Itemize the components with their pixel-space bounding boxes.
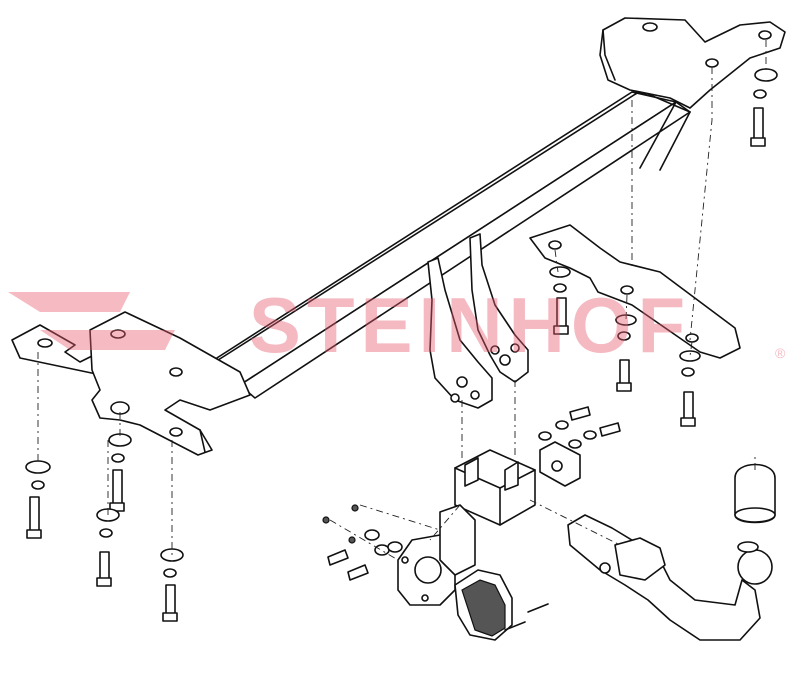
mounting-bolts: [26, 107, 766, 622]
tow-ball-cover-cap: [734, 463, 776, 524]
watermark: STEINHOF ®: [8, 281, 786, 369]
ball-mount-receiver: [454, 441, 581, 526]
left-mounting-bracket: [11, 311, 251, 456]
crossbar-beam: [194, 87, 691, 399]
right-lower-mounting-plate: [529, 224, 741, 359]
electrical-socket: [454, 569, 513, 641]
right-upper-mounting-bracket: [599, 17, 786, 109]
watermark-text: STEINHOF: [249, 281, 691, 369]
washers-and-nuts: [25, 68, 778, 578]
assembly-lines: [37, 40, 767, 561]
trademark-symbol: ®: [775, 345, 786, 361]
pins-and-clips: [504, 603, 549, 631]
tow-ball-neck: [567, 514, 773, 641]
center-tow-plates: [427, 233, 529, 409]
